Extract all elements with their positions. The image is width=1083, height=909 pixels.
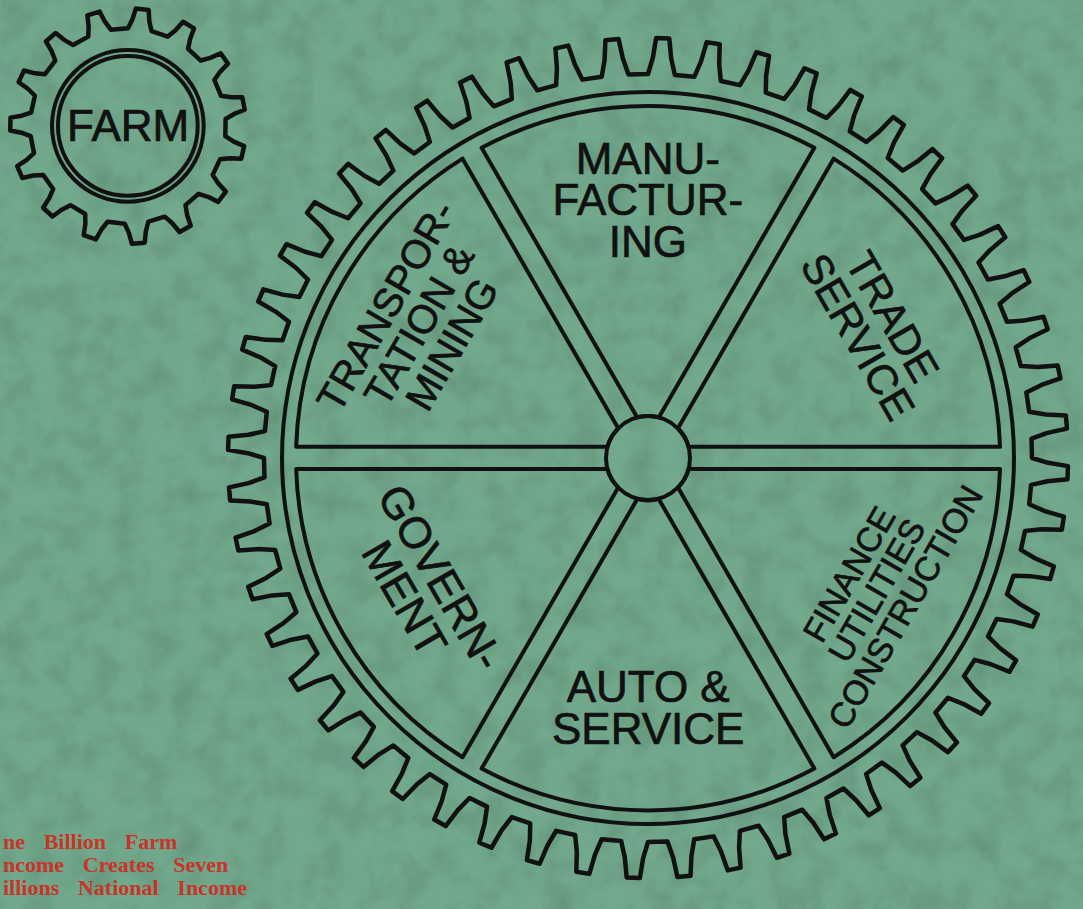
slogan-text: ne Billion Farm ncome Creates Seven illi… xyxy=(3,830,253,899)
gear-teeth xyxy=(228,38,1068,878)
gear-label: FARM xyxy=(67,104,189,148)
segment-label: TRADE SERVICE xyxy=(794,227,955,426)
hub-ring-line xyxy=(58,56,198,196)
farm-gear-hub: FARM xyxy=(48,46,208,206)
gear-rim xyxy=(282,92,1014,824)
segment-outline-path xyxy=(482,499,815,810)
segment-outline xyxy=(468,495,828,814)
gear-teeth xyxy=(10,8,244,243)
segment-label: TRANSPOR- TATION & MINING xyxy=(310,195,527,456)
segment-label: MANU- FACTUR- ING xyxy=(553,138,744,263)
gear-segment: AUTO & SERVICE xyxy=(468,495,828,814)
hub-ring-line xyxy=(52,50,204,202)
segment-outline-path xyxy=(678,159,1000,447)
gear-segment: TRADE SERVICE xyxy=(674,149,1004,462)
segment-outline-path xyxy=(482,106,815,417)
segment-label: FINANCE UTILITIES CONSTRUCTION xyxy=(767,448,988,734)
segment-label: AUTO & SERVICE xyxy=(552,666,744,750)
